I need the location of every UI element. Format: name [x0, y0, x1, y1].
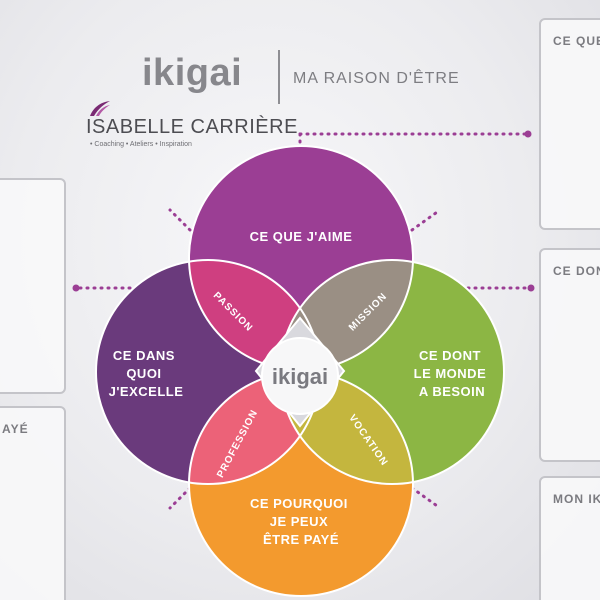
center-circle	[261, 337, 339, 415]
circle-bottom-line-1: CE POURQUOI	[250, 496, 348, 511]
right-bottom-box[interactable]: MON IK	[539, 476, 600, 600]
right-middle-box-label: CE DON	[553, 264, 600, 278]
left-top-box[interactable]	[0, 178, 66, 394]
circle-bottom-line-3: ÊTRE PAYÉ	[263, 532, 339, 547]
circle-left-line-3: J'EXCELLE	[109, 384, 184, 399]
petal-mission[interactable]	[280, 260, 504, 484]
circle-right-line-1: CE DONT	[419, 348, 481, 363]
circle-top-line-1: CE QUE J'AIME	[250, 229, 353, 244]
brand-name: ISABELLE CARRIÈRE	[86, 116, 298, 138]
petal-vocation[interactable]	[280, 260, 504, 484]
circle-right-line-3: A BESOIN	[419, 384, 485, 399]
circle-right-line-2: LE MONDE	[414, 366, 487, 381]
connector-dot-top	[524, 130, 532, 138]
right-bottom-box-label: MON IK	[553, 492, 600, 506]
connector-dot-right	[527, 284, 535, 292]
title-divider	[278, 50, 280, 104]
connector-lines	[78, 132, 530, 600]
circle-left-line-1: CE DANS	[113, 348, 175, 363]
brand-tagline: • Coaching • Ateliers • Inspiration	[90, 141, 192, 148]
left-bottom-box-label: AYÉ	[2, 422, 29, 436]
circle-left-label: CE DANS QUOI J'EXCELLE	[109, 348, 184, 399]
connector-dot-left	[72, 284, 80, 292]
circle-bottom-line-2: JE PEUX	[270, 514, 328, 529]
left-bottom-box[interactable]: AYÉ	[0, 406, 66, 600]
petal-profession[interactable]	[96, 260, 320, 484]
center-label: ikigai	[272, 364, 328, 389]
circle-right-label: CE DONT LE MONDE A BESOIN	[414, 348, 491, 399]
page-title: ikigai	[142, 52, 243, 94]
page-subtitle: MA RAISON D'ÊTRE	[293, 70, 460, 87]
brand-logo-icon	[90, 101, 110, 116]
circle-top-label: CE QUE J'AIME	[250, 229, 353, 244]
right-middle-box[interactable]: CE DON	[539, 248, 600, 462]
right-top-box-label: CE QUE	[553, 34, 600, 48]
circle-left-line-2: QUOI	[126, 366, 161, 381]
petal-passion[interactable]	[96, 260, 320, 484]
circle-bottom-label: CE POURQUOI JE PEUX ÊTRE PAYÉ	[250, 496, 352, 547]
right-top-box[interactable]: CE QUE	[539, 18, 600, 230]
